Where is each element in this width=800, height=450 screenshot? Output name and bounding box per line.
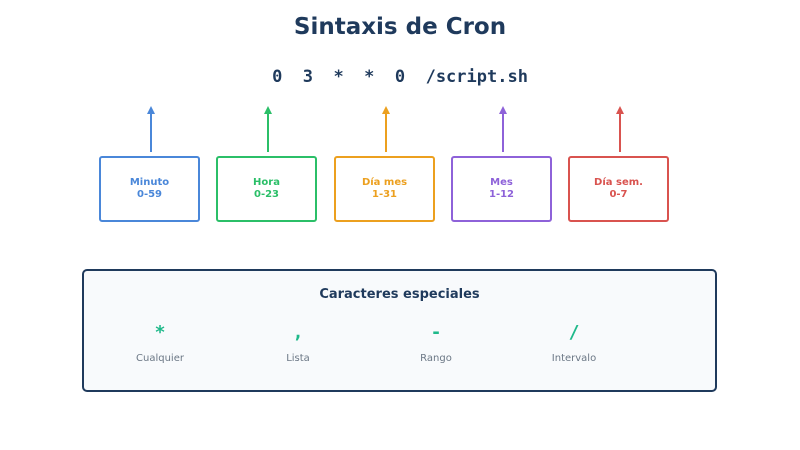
special-item-interval: / Intervalo [514, 321, 634, 364]
field-range: 1-12 [488, 189, 515, 200]
arrow-up-icon [616, 106, 624, 152]
field-box-day-of-month: Día mes 1-31 [334, 156, 435, 222]
field-range: 1-31 [371, 189, 398, 200]
arrow-up-icon [499, 106, 507, 152]
field-range: 0-59 [136, 189, 163, 200]
special-description: Lista [286, 353, 310, 364]
special-item-list: , Lista [238, 321, 358, 364]
special-symbol: * [154, 322, 166, 343]
field-label: Día sem. [594, 177, 643, 188]
special-symbol: , [292, 322, 304, 343]
special-symbol: / [568, 322, 580, 343]
special-symbol: - [430, 322, 442, 343]
field-label: Día mes [361, 177, 408, 188]
arrow-up-icon [147, 106, 155, 152]
field-range: 0-7 [609, 189, 628, 200]
panel-title: Caracteres especiales [319, 287, 480, 302]
field-box-hour: Hora 0-23 [216, 156, 317, 222]
special-characters-panel: Caracteres especiales * Cualquier , List… [82, 269, 717, 392]
special-description: Rango [420, 353, 452, 364]
special-item-any: * Cualquier [100, 321, 220, 364]
arrow-up-icon [382, 106, 390, 152]
cron-expression: 0 3 * * 0 /script.sh [272, 67, 528, 87]
special-item-range: - Rango [376, 321, 496, 364]
field-label: Hora [253, 177, 280, 188]
special-description: Intervalo [551, 353, 597, 364]
field-box-month: Mes 1-12 [451, 156, 552, 222]
page-title: Sintaxis de Cron [293, 14, 507, 40]
field-label: Minuto [129, 177, 170, 188]
arrow-up-icon [264, 106, 272, 152]
field-label: Mes [490, 177, 513, 188]
field-box-minute: Minuto 0-59 [99, 156, 200, 222]
field-box-day-of-week: Día sem. 0-7 [568, 156, 669, 222]
special-description: Cualquier [136, 353, 184, 364]
field-range: 0-23 [253, 189, 280, 200]
